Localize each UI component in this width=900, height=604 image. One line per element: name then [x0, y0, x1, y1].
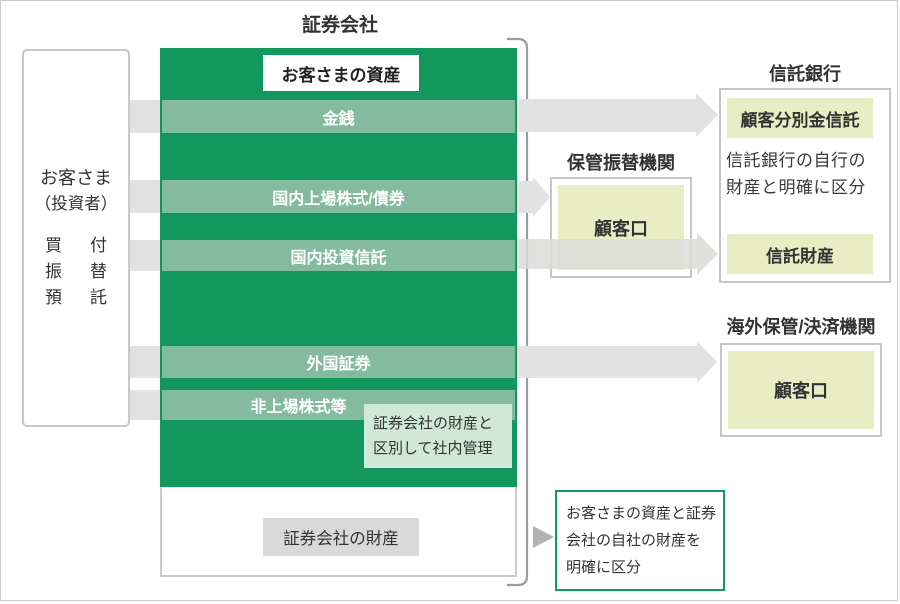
- note-line: 明確に区分: [566, 559, 642, 576]
- arrow-right-icon: [697, 233, 718, 275]
- action-char: 預: [45, 288, 62, 307]
- action-row-deposit: 預 託: [45, 285, 107, 311]
- arrow-right-icon: [533, 177, 550, 217]
- connector-investment-trust: [130, 240, 162, 271]
- note-line: 区別して社内管理: [373, 440, 493, 457]
- segregated-customer-trust-box: 顧客分別金信託: [727, 98, 873, 138]
- pointer-right-icon: [533, 526, 554, 548]
- customer-subtitle: （投資者）: [34, 195, 118, 213]
- action-char: 振: [45, 262, 62, 281]
- diagram-title: 証券会社: [301, 15, 378, 36]
- note-line: 財産と明確に区分: [726, 178, 866, 197]
- action-row-transfer: 振 替: [45, 259, 107, 285]
- action-char: 付: [90, 236, 107, 255]
- flow-trust-band: [517, 239, 698, 269]
- asset-row-label: 外国証券: [306, 356, 371, 373]
- action-char: 買: [45, 236, 62, 255]
- action-row-purchase: 買 付: [45, 233, 107, 259]
- company-property-box: 証券会社の財産: [263, 518, 419, 556]
- trust-property-box: 信託財産: [727, 234, 873, 274]
- overseas-customer-account: 顧客口: [728, 351, 874, 429]
- custody-org-title: 保管振替機関: [567, 153, 675, 173]
- connector-unlisted-shares: [130, 390, 162, 420]
- flow-cash-band: [517, 99, 697, 132]
- separation-note-box: お客さまの資産と証券 会社の自社の財産を 明確に区分: [555, 490, 725, 591]
- note-line: お客さまの資産と証券: [566, 505, 717, 522]
- customer-assets-banner: お客さまの資産: [263, 55, 419, 91]
- overseas-org-title: 海外保管/決済機関: [726, 317, 876, 337]
- customer-box: お客さま （投資者） 買 付 振 替 預 託: [22, 49, 130, 427]
- asset-row-label: 非上場株式等: [250, 399, 347, 416]
- flow-domestic-band: [517, 181, 534, 213]
- asset-row-cash: 金銭: [162, 100, 515, 133]
- connector-foreign-securities: [130, 346, 162, 378]
- asset-row-domestic-listed: 国内上場株式/債券: [162, 180, 515, 213]
- arrow-right-icon: [696, 93, 718, 137]
- asset-row-label: 金銭: [322, 110, 355, 128]
- action-char: 託: [90, 288, 107, 307]
- note-line: 証券会社の財産と: [373, 415, 494, 432]
- flow-foreign-band: [517, 346, 698, 378]
- asset-row-label: 国内上場株式/債券: [272, 190, 405, 208]
- trust-bank-title: 信託銀行: [769, 64, 841, 84]
- connector-domestic-securities: [130, 180, 162, 213]
- asset-row-label: 国内投資信託: [290, 249, 387, 267]
- asset-row-foreign-securities: 外国証券: [162, 346, 515, 378]
- action-char: 替: [90, 262, 107, 281]
- arrow-right-icon: [697, 341, 717, 383]
- internal-management-note: 証券会社の財産と 区別して社内管理: [364, 404, 512, 468]
- trust-bank-description: 信託銀行の自行の 財産と明確に区分: [726, 147, 896, 201]
- asset-row-investment-trust: 国内投資信託: [162, 240, 515, 271]
- customer-name: お客さま: [40, 168, 112, 188]
- note-line: 会社の自社の財産を: [566, 532, 702, 549]
- note-line: 信託銀行の自行の: [726, 151, 866, 170]
- connector-cash: [130, 100, 162, 133]
